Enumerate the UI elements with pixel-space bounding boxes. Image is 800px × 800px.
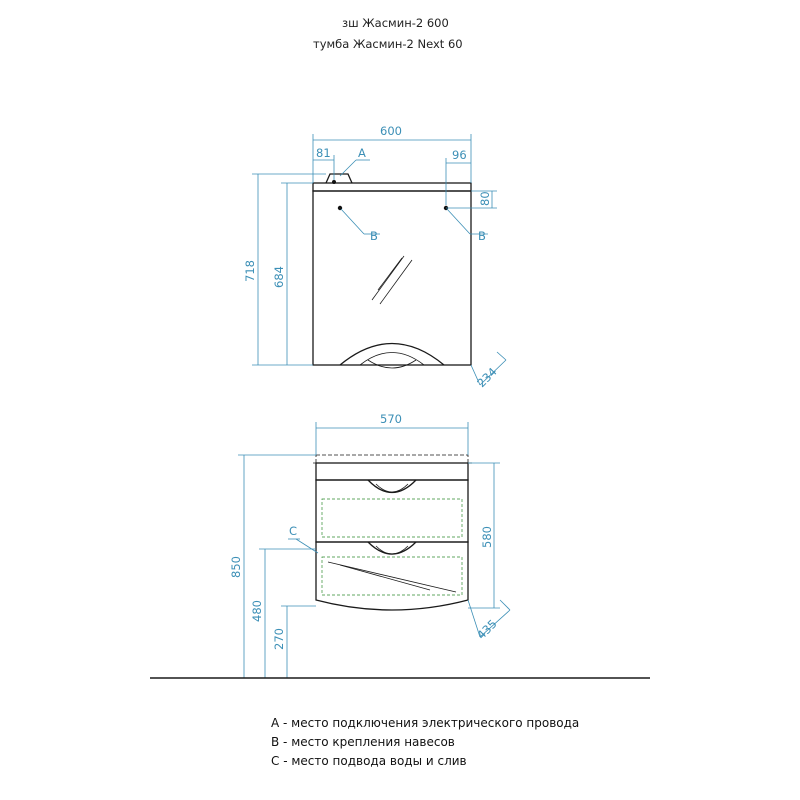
lower-drawer-handle — [367, 541, 417, 555]
mirror-top-shelf — [312, 182, 472, 192]
mirror-cabinet — [312, 173, 472, 369]
dim-offset-top: 80 — [478, 191, 492, 206]
legend-item-a: A - место подключения электрического про… — [271, 716, 579, 730]
dim-height-480: 480 — [250, 600, 264, 622]
header-line-1: зш Жасмин-2 600 — [342, 16, 449, 30]
legend-item-c: C - место подвода воды и слив — [271, 754, 467, 768]
mirror-bottom-arc — [339, 342, 445, 366]
dim-vanity-body-height: 580 — [480, 526, 494, 548]
dim-mirror-depth: 234 — [474, 365, 499, 390]
dim-offset-a: 81 — [316, 146, 331, 160]
legend: A - место подключения электрического про… — [271, 716, 579, 768]
label-b-left: B — [370, 229, 378, 243]
label-c: C — [289, 524, 297, 538]
countertop — [315, 454, 469, 464]
dim-vanity-width: 570 — [380, 412, 402, 426]
mirror-dimensions: 600 81 A 96 80 B B 718 684 — [243, 124, 507, 390]
upper-drawer-interior — [321, 498, 463, 538]
dim-mirror-width: 600 — [380, 124, 402, 138]
upper-drawer-handle — [367, 479, 417, 494]
lower-drawer — [315, 541, 469, 611]
mirror-body — [312, 190, 472, 366]
lower-drawer-interior — [321, 556, 463, 596]
dim-height-270: 270 — [272, 628, 286, 650]
label-b-right: B — [478, 229, 486, 243]
connection-bump — [325, 173, 353, 184]
upper-drawer — [315, 479, 469, 543]
vanity-dimensions: 570 850 580 480 270 C 435 — [229, 412, 511, 678]
dim-offset-right: 96 — [452, 148, 467, 162]
label-a: A — [358, 146, 366, 160]
dim-vanity-total-height: 850 — [229, 556, 243, 578]
dim-mirror-body-height: 684 — [272, 266, 286, 288]
legend-item-b: B - место крепления навесов — [271, 735, 455, 749]
vanity-cabinet — [313, 454, 472, 611]
connection-point-a — [332, 180, 336, 184]
sink-top — [315, 462, 469, 481]
dim-vanity-depth: 435 — [474, 617, 499, 642]
dim-mirror-total-height: 718 — [243, 260, 257, 282]
header-line-2: тумба Жасмин-2 Next 60 — [313, 37, 463, 51]
